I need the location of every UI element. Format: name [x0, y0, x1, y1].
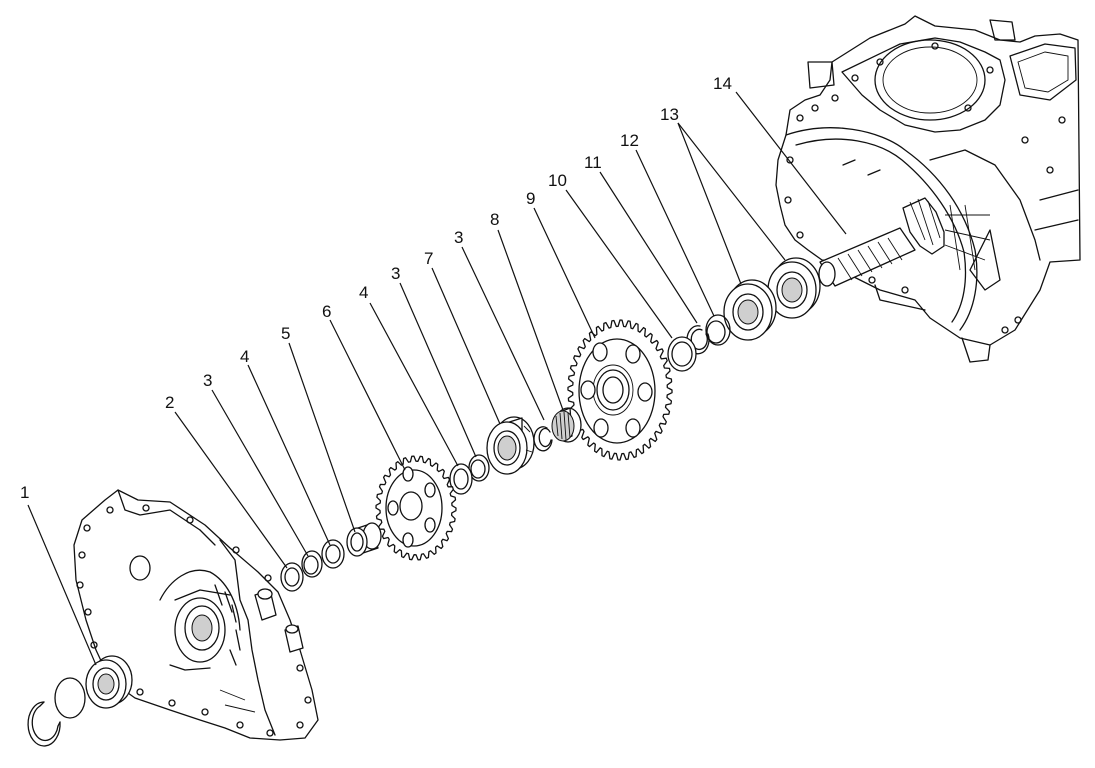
callout-8: 8: [490, 210, 499, 229]
callout-14: 14: [713, 74, 732, 93]
callout-3b: 3: [391, 264, 400, 283]
cover-housing: [73, 489, 319, 741]
callout-11: 11: [584, 153, 602, 172]
callout-3c: 3: [454, 228, 463, 247]
circlip: [27, 701, 61, 747]
washer-4a: [321, 539, 345, 569]
callout-7: 7: [424, 249, 433, 268]
callout-1: 1: [20, 483, 29, 502]
hub-7: [486, 416, 535, 475]
callout-6: 6: [322, 302, 331, 321]
washer-10: [667, 336, 697, 372]
snap-ring-3c: [533, 426, 553, 452]
bearing-1: [85, 655, 133, 709]
callout-2: 2: [165, 393, 174, 412]
gear-9: [567, 319, 673, 461]
callout-4a: 4: [240, 347, 249, 366]
spacer-5: [346, 522, 382, 557]
callout-13: 13: [660, 105, 679, 124]
callouts: 1 2 3 4 5 6 4 3 7 3 8 9 10 11 12 13 14: [20, 74, 732, 502]
bearing-13a: [723, 279, 777, 341]
callout-4b: 4: [359, 283, 368, 302]
washer-2: [280, 562, 304, 592]
callout-5: 5: [281, 324, 290, 343]
washer-4b: [449, 463, 473, 495]
callout-9: 9: [526, 189, 535, 208]
needle-bearing-8: [551, 407, 582, 443]
washer-plate: [54, 677, 86, 719]
callout-12: 12: [620, 131, 639, 150]
callout-3a: 3: [203, 371, 212, 390]
leader-lines: [27, 91, 847, 666]
snap-ring-3a: [301, 550, 323, 578]
shaft-14: [818, 197, 945, 287]
bearing-13b: [767, 257, 821, 319]
callout-10: 10: [548, 171, 567, 190]
ring-12: [705, 314, 731, 346]
transmission-housing: [775, 15, 1081, 363]
gear-6: [375, 455, 457, 561]
